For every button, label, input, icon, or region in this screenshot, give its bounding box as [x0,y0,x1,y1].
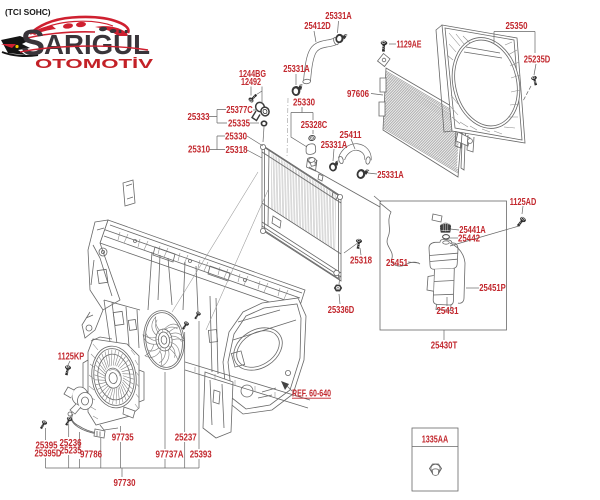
svg-text:25331A: 25331A [377,170,404,181]
svg-text:1125KP: 1125KP [58,352,85,363]
svg-text:OTOMOTİV: OTOMOTİV [35,56,154,71]
svg-text:25431: 25431 [437,306,459,317]
svg-text:12492: 12492 [241,77,261,88]
svg-text:(TCI SOHC): (TCI SOHC) [5,7,51,17]
svg-text:1335AA: 1335AA [422,435,449,446]
svg-text:25318: 25318 [350,256,372,267]
svg-text:97737A: 97737A [156,450,184,461]
svg-text:25331A: 25331A [321,140,348,151]
svg-text:25412D: 25412D [304,21,331,32]
svg-text:1244BG: 1244BG [239,69,266,80]
svg-text:25441A: 25441A [459,225,486,236]
svg-text:25335: 25335 [228,119,250,130]
svg-text:25310: 25310 [188,145,210,156]
svg-text:25330: 25330 [293,98,315,109]
svg-text:25451: 25451 [386,258,408,269]
svg-text:25393: 25393 [190,450,212,461]
svg-text:25331A: 25331A [325,11,352,22]
svg-text:25235D: 25235D [524,55,551,66]
svg-text:REF. 60-640: REF. 60-640 [292,389,331,400]
svg-text:25328C: 25328C [301,120,328,131]
svg-text:ARIGÜL: ARIGÜL [44,29,150,60]
svg-text:25333: 25333 [188,112,210,123]
svg-text:25235: 25235 [60,446,82,457]
svg-text:25331A: 25331A [283,64,310,75]
svg-text:25236: 25236 [60,438,82,449]
svg-text:25395: 25395 [36,441,58,452]
svg-text:25451P: 25451P [479,283,506,294]
svg-text:25411: 25411 [340,130,362,141]
svg-text:25330: 25330 [225,132,247,143]
svg-text:25350: 25350 [506,21,528,32]
svg-text:25377C: 25377C [226,105,253,116]
svg-text:97606: 97606 [347,89,369,100]
svg-text:25430T: 25430T [431,341,458,352]
svg-text:25237: 25237 [175,433,197,444]
svg-text:S: S [21,22,45,63]
svg-text:1129AE: 1129AE [397,40,422,51]
svg-text:1125AD: 1125AD [510,197,537,208]
svg-text:25336D: 25336D [328,305,355,316]
svg-text:25442: 25442 [458,234,480,245]
svg-text:25395D: 25395D [35,449,62,460]
svg-text:97786: 97786 [80,450,102,461]
svg-text:97735: 97735 [112,433,134,444]
svg-text:25318: 25318 [226,145,248,156]
svg-text:97730: 97730 [114,478,136,489]
